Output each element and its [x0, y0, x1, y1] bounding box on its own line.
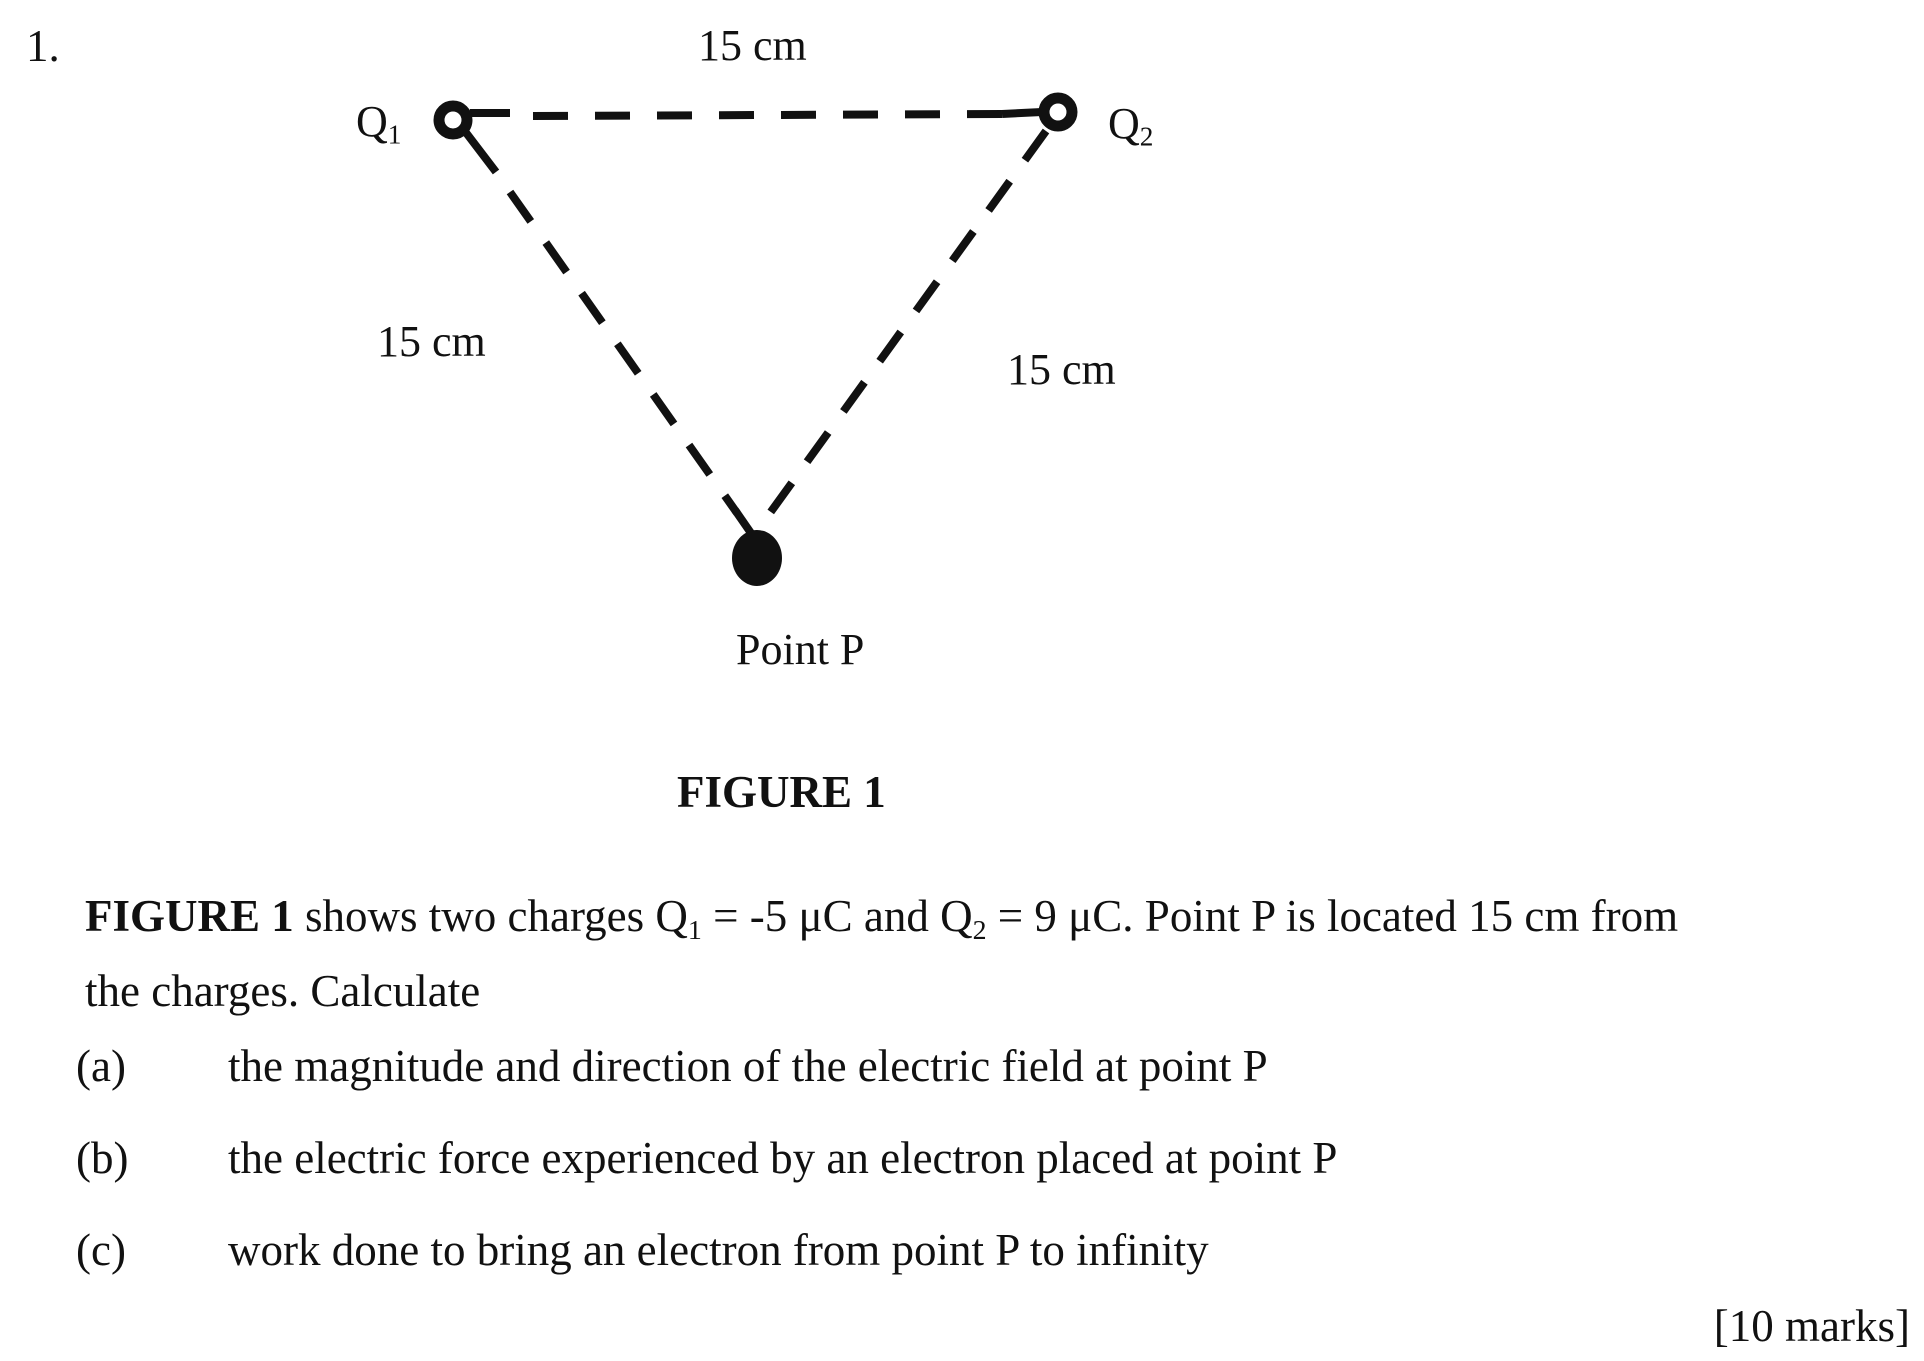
statement-segment: = -5 μC and Q	[701, 891, 973, 941]
charge-q1-marker	[433, 100, 473, 140]
top-length-label: 15 cm	[698, 21, 807, 70]
charge-q2-marker	[1038, 92, 1078, 132]
left-line-stub-top	[460, 127, 500, 175]
q1-base: Q	[356, 97, 388, 146]
part-b-label: (b)	[76, 1133, 129, 1183]
charge-q1-label: Q1	[356, 96, 401, 151]
point-p-marker	[732, 530, 782, 586]
q1-subscript: 1	[387, 119, 402, 150]
marks-allocation: [10 marks]	[1713, 1301, 1910, 1351]
part-a-label: (a)	[76, 1041, 126, 1091]
statement-segment: = 9 μC. Point P is located 15 cm from	[986, 891, 1679, 941]
problem-statement: FIGURE 1 shows two charges Q1 = -5 μC an…	[85, 886, 1895, 1021]
top-dashed-line	[532, 110, 1005, 120]
q2-base: Q	[1108, 99, 1140, 148]
q2-subscript: 2	[1139, 121, 1154, 152]
statement-segment: shows two charges Q	[293, 891, 688, 941]
question-part-c: (c) work done to bring an electron from p…	[76, 1224, 1209, 1276]
figure-reference: FIGURE 1	[85, 891, 294, 941]
question-part-a: (a) the magnitude and direction of the el…	[76, 1040, 1268, 1092]
left-length-label: 15 cm	[377, 317, 486, 366]
q2-subscript-inline: 2	[972, 914, 987, 946]
charge-q2-label: Q2	[1108, 98, 1153, 153]
question-number: 1.	[26, 21, 60, 71]
right-dashed-line	[766, 128, 1050, 516]
right-length-label: 15 cm	[1007, 345, 1116, 394]
figure-caption: FIGURE 1	[677, 767, 886, 817]
top-line-stub-right	[1001, 108, 1043, 118]
part-c-label: (c)	[76, 1225, 126, 1275]
point-p-label: Point P	[736, 625, 865, 674]
problem-line-2: the charges. Calculate	[85, 965, 481, 1016]
part-c-text: work done to bring an electron from poin…	[228, 1225, 1209, 1275]
part-a-text: the magnitude and direction of the elect…	[228, 1041, 1268, 1091]
q1-subscript-inline: 1	[687, 914, 702, 946]
question-part-b: (b) the electric force experienced by an …	[76, 1132, 1337, 1184]
problem-line-1: FIGURE 1 shows two charges Q1 = -5 μC an…	[85, 886, 1895, 961]
left-dashed-line	[506, 189, 741, 516]
part-b-text: the electric force experienced by an ele…	[228, 1133, 1338, 1183]
